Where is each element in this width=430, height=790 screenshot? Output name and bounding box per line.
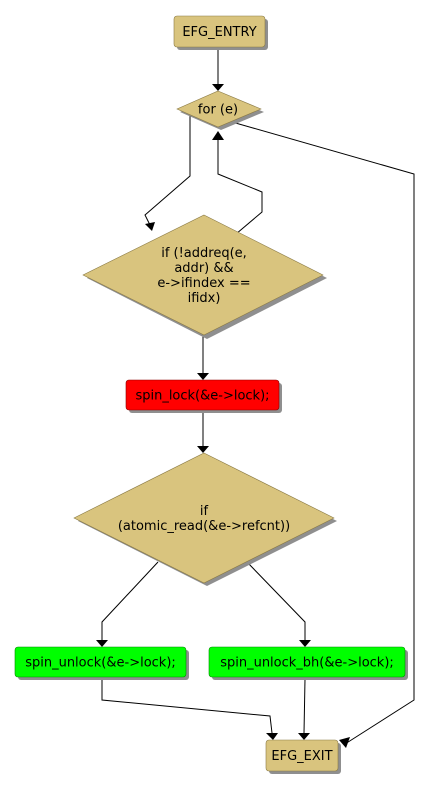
arrowhead-spin-unlock-top xyxy=(96,640,108,647)
edge-spin-unlock-to-exit xyxy=(101,679,273,734)
edge-cond-refcnt-to-spin-unlock xyxy=(101,561,159,640)
label-line: spin_unlock_bh(&e->lock); xyxy=(220,656,394,671)
label-line: ifidx) xyxy=(188,291,221,306)
entry-node: EFG_ENTRY xyxy=(173,15,268,50)
label-line: if (!addreq(e, xyxy=(161,246,247,261)
spin-lock-node: spin_lock(&e->lock); xyxy=(125,379,282,413)
arrowhead-spin-unlock-bh-top xyxy=(299,640,311,647)
label-line: if xyxy=(200,504,209,519)
arrowhead-exit-top xyxy=(298,733,310,740)
label-line: e->ifindex == xyxy=(157,276,250,291)
refcnt-condition-node: if(atomic_read(&e->refcnt)) xyxy=(73,452,337,586)
addr-condition-node: if (!addreq(e,addr) &&e->ifindex ==ifidx… xyxy=(82,214,327,339)
addr-condition-label: if (!addreq(e,addr) &&e->ifindex ==ifidx… xyxy=(157,246,250,306)
label-line: (atomic_read(&e->refcnt)) xyxy=(118,519,290,534)
label-line: spin_unlock(&e->lock); xyxy=(25,656,176,671)
edge-cond-refcnt-to-spin-unlock-bh xyxy=(246,561,306,640)
edge-for-to-exit xyxy=(231,121,415,745)
spin-unlock-node: spin_unlock(&e->lock); xyxy=(14,646,189,680)
edge-for-to-cond-addr xyxy=(144,116,191,228)
exit-node: EFG_EXIT xyxy=(265,739,341,774)
edges xyxy=(96,46,415,748)
label-line: spin_lock(&e->lock); xyxy=(135,389,269,404)
label-line: addr) && xyxy=(174,261,233,276)
arrowhead-for-top xyxy=(212,84,224,91)
arrowhead-cond-refcnt-top xyxy=(197,446,209,453)
arrowhead-exit-right xyxy=(339,737,350,748)
spin-unlock-bh-label: spin_unlock_bh(&e->lock); xyxy=(220,656,394,671)
label-line: EFG_EXIT xyxy=(271,749,332,764)
spin-lock-label: spin_lock(&e->lock); xyxy=(135,389,269,404)
exit-label: EFG_EXIT xyxy=(271,749,332,764)
spin-unlock-bh-node: spin_unlock_bh(&e->lock); xyxy=(208,646,408,680)
for-loop-node: for (e) xyxy=(176,90,264,130)
edge-spin-unlock-bh-to-exit xyxy=(303,678,306,734)
arrowhead-exit-left xyxy=(266,733,278,740)
arrowhead-cond-addr-top xyxy=(145,222,155,231)
refcnt-condition-label: if(atomic_read(&e->refcnt)) xyxy=(118,504,290,534)
label-line: EFG_ENTRY xyxy=(182,25,256,40)
edge-cond-addr-back-to-for xyxy=(217,138,263,235)
spin-unlock-label: spin_unlock(&e->lock); xyxy=(25,656,176,671)
arrowhead-spin-lock-top xyxy=(197,373,209,380)
arrowhead-for-bottom xyxy=(212,131,224,140)
label-line: for (e) xyxy=(198,103,238,118)
for-loop-label: for (e) xyxy=(198,103,238,118)
entry-label: EFG_ENTRY xyxy=(182,25,256,40)
